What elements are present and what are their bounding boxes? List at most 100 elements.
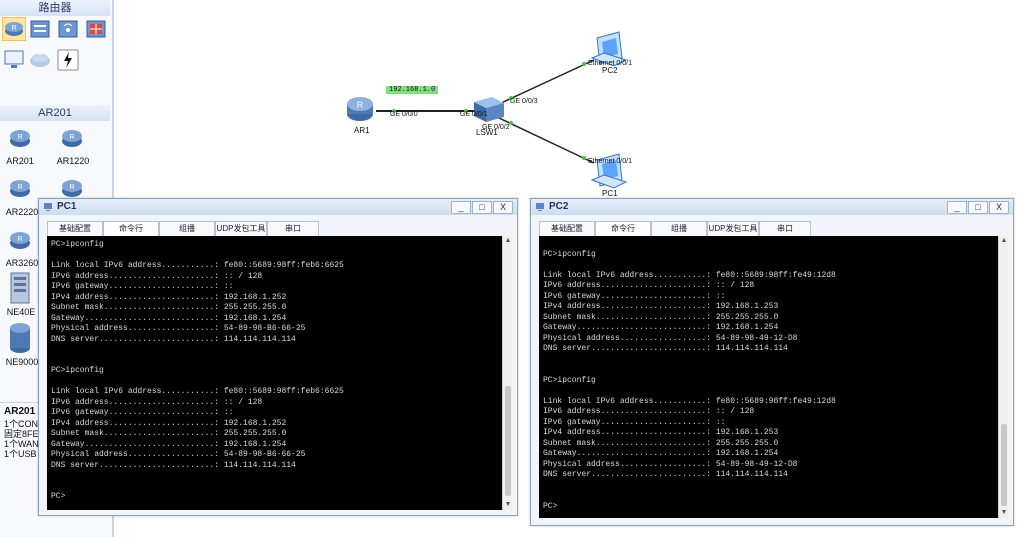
device-info-line: 1个CON/ bbox=[4, 419, 41, 429]
pc2-scrollbar[interactable]: ▲ ▼ bbox=[998, 236, 1009, 518]
terminal-line: Subnet mask.......................: 255.… bbox=[51, 303, 287, 312]
router-icon[interactable]: R bbox=[2, 17, 26, 41]
tab-udp-tool[interactable]: UDP发包工具 bbox=[707, 221, 759, 236]
router-ne40e-icon[interactable] bbox=[8, 272, 32, 304]
maximize-button[interactable]: □ bbox=[968, 201, 988, 214]
close-button[interactable]: X bbox=[989, 201, 1009, 214]
switch-icon[interactable] bbox=[28, 17, 52, 41]
maximize-button[interactable]: □ bbox=[472, 201, 492, 214]
terminal-line: Gateway...........................: 192.… bbox=[51, 313, 287, 323]
svg-text:R: R bbox=[357, 100, 364, 110]
topology-canvas[interactable]: R 192.168.1.0 GE 0/0/0 GE 0/0/1 GE 0/0/3… bbox=[114, 0, 1024, 200]
terminal-line: IPv4 address......................: 192.… bbox=[51, 292, 287, 302]
terminal-line: IPv6 address......................: :: /… bbox=[543, 407, 755, 416]
terminal-line: IPv4 address......................: 192.… bbox=[543, 428, 779, 437]
cloud-icon[interactable] bbox=[28, 48, 52, 72]
tab-multicast[interactable]: 组播 bbox=[159, 221, 215, 236]
scroll-down-icon[interactable]: ▼ bbox=[1000, 509, 1008, 516]
tab-serial[interactable]: 串口 bbox=[267, 221, 319, 236]
terminal-line: Link local IPv6 address...........: fe80… bbox=[543, 396, 836, 406]
device-info-title: AR201 bbox=[4, 406, 36, 417]
svg-text:R: R bbox=[17, 134, 22, 141]
link-lsw1-pc1[interactable] bbox=[498, 117, 595, 164]
pc2-window[interactable]: PC2 _ □ X 基础配置 命令行 组播 UDP发包工具 串口 PC>ipco… bbox=[530, 198, 1014, 526]
ar201-section-title: AR201 bbox=[0, 105, 110, 121]
terminal-line bbox=[543, 365, 994, 376]
port-label-pc1: Ethernet 0/0/1 bbox=[588, 158, 632, 165]
terminal-line: IPv6 gateway......................: :: bbox=[51, 282, 234, 291]
tab-basic-config[interactable]: 基础配置 bbox=[47, 221, 103, 236]
terminal-line: IPv4 address......................: 192.… bbox=[51, 418, 287, 428]
pc1-scrollbar[interactable]: ▲ ▼ bbox=[502, 236, 513, 510]
device-info-line: 固定8FE bbox=[4, 429, 39, 439]
router-ne9000-icon[interactable] bbox=[8, 322, 32, 354]
scroll-down-icon[interactable]: ▼ bbox=[504, 501, 512, 508]
terminal-line: DNS server........................: 114.… bbox=[543, 470, 788, 479]
port-label-lsw-1: GE 0/0/1 bbox=[460, 111, 488, 118]
pc1-window-title: PC1 bbox=[57, 201, 77, 212]
terminal-line bbox=[543, 355, 994, 366]
device-info-line: 1个USB bbox=[4, 449, 37, 459]
tab-command-line[interactable]: 命令行 bbox=[595, 221, 651, 236]
router-ar2240-icon[interactable]: R bbox=[60, 176, 84, 200]
pc1-computer-icon[interactable] bbox=[590, 153, 628, 189]
lsw1-switch-icon[interactable] bbox=[474, 97, 504, 122]
terminal-line: Link local IPv6 address...........: fe80… bbox=[51, 387, 344, 396]
pc1-window[interactable]: PC1 _ □ X 基础配置 命令行 组播 UDP发包工具 串口 PC>ipco… bbox=[38, 198, 518, 516]
port-dot bbox=[509, 121, 513, 125]
tab-serial[interactable]: 串口 bbox=[759, 221, 811, 236]
router-ar201-icon[interactable]: R bbox=[8, 126, 32, 150]
port-dot bbox=[582, 156, 586, 160]
pc2-titlebar[interactable]: PC2 _ □ X bbox=[531, 199, 1013, 215]
device-info-line: 1个WAN bbox=[4, 439, 39, 449]
terminal-line bbox=[51, 377, 498, 388]
device-label: NE9000 bbox=[5, 357, 39, 367]
router-ar1220-icon[interactable]: R bbox=[60, 126, 84, 150]
terminal-line: PC>ipconfig bbox=[543, 375, 596, 385]
device-label: AR201 bbox=[6, 156, 34, 166]
port-label-lsw-2: GE 0/0/2 bbox=[482, 124, 510, 131]
scroll-thumb[interactable] bbox=[1001, 424, 1007, 506]
scroll-up-icon[interactable]: ▲ bbox=[1000, 237, 1008, 244]
router-ar2220-icon[interactable]: R bbox=[8, 176, 32, 200]
tab-command-line[interactable]: 命令行 bbox=[103, 221, 159, 236]
terminal-line: Link local IPv6 address...........: fe80… bbox=[51, 261, 344, 270]
terminal-line: IPv6 gateway......................: :: bbox=[543, 417, 726, 427]
tab-udp-tool[interactable]: UDP发包工具 bbox=[215, 221, 267, 236]
router-ar3260-icon[interactable]: R bbox=[8, 228, 32, 252]
terminal-line bbox=[51, 482, 498, 493]
terminal-line: Physical address..................: 54-8… bbox=[51, 324, 306, 333]
scroll-up-icon[interactable]: ▲ bbox=[504, 237, 512, 244]
svg-text:R: R bbox=[69, 134, 74, 141]
terminal-line bbox=[543, 260, 994, 271]
firewall-icon[interactable] bbox=[84, 17, 108, 41]
tab-basic-config[interactable]: 基础配置 bbox=[539, 221, 595, 236]
power-link-icon[interactable] bbox=[56, 48, 80, 72]
link-lsw1-pc2[interactable] bbox=[498, 59, 595, 105]
terminal-line: IPv6 gateway......................: :: bbox=[543, 291, 726, 301]
device-label: AR3260 bbox=[5, 258, 39, 268]
terminal-line: DNS server........................: 114.… bbox=[543, 344, 788, 353]
minimize-button[interactable]: _ bbox=[451, 201, 471, 214]
svg-text:R: R bbox=[11, 25, 16, 32]
scroll-thumb[interactable] bbox=[505, 386, 511, 496]
svg-text:R: R bbox=[17, 236, 22, 243]
pc1-titlebar[interactable]: PC1 _ □ X bbox=[39, 199, 517, 215]
terminal-line: PC> bbox=[543, 501, 558, 511]
wireless-icon[interactable] bbox=[56, 17, 80, 41]
tab-multicast[interactable]: 组播 bbox=[651, 221, 707, 236]
ar1-router-icon[interactable]: R bbox=[347, 97, 373, 121]
terminal-line: Subnet mask.......................: 255.… bbox=[51, 429, 287, 438]
port-dot bbox=[509, 96, 513, 100]
terminal-line bbox=[543, 491, 994, 502]
minimize-button[interactable]: _ bbox=[947, 201, 967, 214]
topology-links: R bbox=[347, 31, 628, 189]
close-button[interactable]: X bbox=[493, 201, 513, 214]
pc-icon[interactable] bbox=[2, 48, 26, 72]
terminal-line: IPv4 address......................: 192.… bbox=[543, 302, 779, 311]
pc2-computer-icon[interactable] bbox=[590, 31, 628, 67]
terminal-line: Gateway...........................: 192.… bbox=[51, 439, 287, 449]
device-label: NE40E bbox=[6, 307, 36, 317]
